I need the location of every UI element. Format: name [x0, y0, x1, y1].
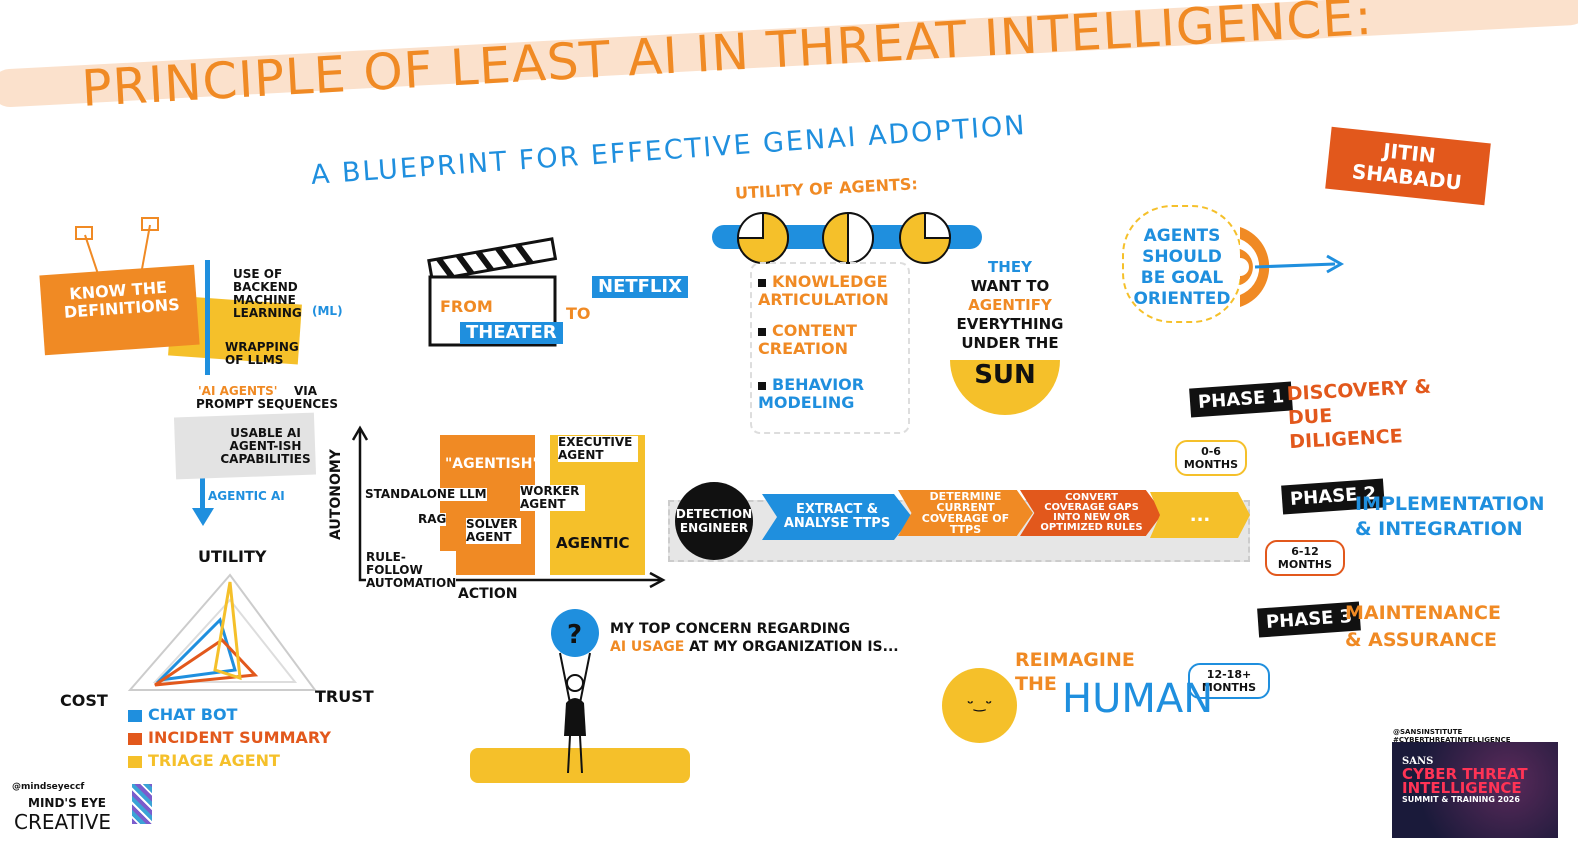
flow-step-convert: Convert coverage gaps into new or optimi…	[1020, 490, 1163, 536]
flow-step-determine: Determine current coverage of TTPs	[898, 490, 1033, 536]
smiley-face-icon: ᵕ‿ᵕ	[942, 668, 1017, 743]
pie-quarter	[736, 211, 789, 264]
clapper-netflix: Netflix	[592, 276, 688, 298]
person-question-icon: ?	[551, 609, 599, 774]
point-solver-agent: Solver Agent	[466, 518, 521, 544]
pie-icons	[736, 211, 952, 265]
mindseye-logo-icon	[132, 784, 152, 824]
sans-event-logo: SANS Cyber Threat Intelligence Summit & …	[1392, 742, 1558, 838]
point-executive-agent: Executive Agent	[558, 436, 638, 462]
target-arrow-icon	[1240, 227, 1345, 307]
legend-chatbot: Chat Bot	[148, 705, 238, 724]
axis-label-autonomy: Autonomy	[328, 449, 344, 540]
utility-item-content: Content Creation	[758, 321, 857, 358]
flow-detection-engineer: Detection Engineer	[675, 482, 753, 560]
clapper-to: To	[566, 304, 591, 323]
pie-three-quarter	[924, 211, 952, 239]
utility-item-knowledge: Knowledge Articulation	[758, 272, 889, 309]
radar-chatbot	[155, 617, 237, 683]
def-agentic-ai: Agentic AI	[208, 489, 285, 503]
page-title: Principle of Least AI in Threat Intellig…	[80, 0, 1375, 118]
legend-triage-agent: Triage Agent	[148, 751, 280, 770]
artist-logo-line1: Mind's Eye	[28, 796, 106, 810]
clapper-from: From	[440, 297, 493, 316]
point-worker-agent: Worker Agent	[520, 485, 585, 511]
def-ml: (ML)	[312, 304, 343, 318]
sans-hashtags: @SANSInstitute #CyberThreatIntelligence	[1393, 728, 1511, 744]
phase-1-label: Phase 1	[1189, 381, 1294, 418]
goal-text: Agentsshouldbe goaloriented	[1133, 226, 1231, 309]
legend-swatch	[128, 709, 142, 722]
reimagine-human: Human	[1062, 676, 1214, 722]
phase-1-duration: 0-6 months	[1175, 440, 1247, 476]
utility-item-behavior: Behavior Modeling	[758, 375, 865, 412]
phase-3-duration: 12-18+ months	[1188, 663, 1270, 699]
utility-list-box	[750, 262, 910, 434]
point-rule-follow-automation: Rule-follow Automation	[366, 550, 457, 590]
legend-swatch	[128, 732, 142, 745]
radar-legend: Chat Bot Incident Summary Triage Agent	[128, 703, 331, 772]
axis-label-action: Action	[458, 586, 518, 602]
artist-handle: @mindseyeccf	[12, 782, 85, 792]
page-subtitle: A Blueprint for Effective GenAI Adoption	[310, 109, 1028, 191]
event-name-line2: Intelligence	[1402, 779, 1522, 797]
speaker-tag: Jitin Shabadu	[1325, 126, 1491, 206]
sans-wordmark: SANS	[1402, 756, 1434, 767]
flow-step-extract: Extract & Analyse TTPs	[762, 494, 912, 540]
know-definitions-banner: Know the Definitions	[39, 264, 200, 356]
radar-triage-agent	[213, 581, 242, 681]
radar-chart	[127, 573, 317, 691]
point-rag: RAG	[418, 512, 447, 526]
def-ai-agents: 'AI Agents'	[198, 384, 278, 398]
def-backend-ml: Use of backend machine learning	[233, 267, 302, 320]
reimagine-text: Reimaginethe	[1015, 649, 1135, 695]
sun-word: Sun	[974, 360, 1036, 390]
radar-label-cost: Cost	[60, 691, 108, 710]
def-wrapping-llms: Wrapping of LLMs	[225, 340, 299, 367]
region-agentish: "Agentish"	[445, 456, 540, 472]
event-name-line3: Summit & Training 2026	[1402, 795, 1520, 804]
agentify-text: Theywant toagentifyeverythingunder the	[956, 258, 1064, 352]
concern-text: My top concern regarding AI usage at my …	[610, 621, 899, 655]
artist-logo-line2: Creative	[14, 810, 112, 834]
utility-title: Utility of Agents:	[734, 174, 919, 203]
radar-label-trust: Trust	[315, 687, 374, 706]
point-standalone-llm: Standalone LLM	[365, 487, 487, 501]
region-agentic: Agentic	[556, 534, 630, 552]
legend-swatch	[128, 755, 142, 768]
pie-half	[847, 211, 874, 265]
phase-2-duration: 6-12 months	[1265, 540, 1345, 576]
clapper-theater: Theater	[460, 322, 563, 344]
def-agentish: Usable AI agent-ish capabilities	[220, 426, 311, 466]
radar-label-utility: Utility	[198, 547, 267, 566]
def-prompt-sequences: via prompt sequences	[196, 384, 339, 411]
sun-icon: Sun	[950, 360, 1060, 415]
phase-1-title: Discovery & Due Diligence	[1286, 375, 1432, 454]
phase-2-title: Implementation & Integration	[1355, 493, 1545, 540]
svg-text:?: ?	[567, 620, 582, 650]
phase-3-title: Maintenance & Assurance	[1345, 602, 1501, 651]
flow-step-more: ...	[1150, 492, 1250, 538]
legend-incident-summary: Incident Summary	[148, 728, 331, 747]
definitions-arrow-line	[205, 260, 210, 375]
event-name-line1: Cyber Threat	[1402, 765, 1528, 783]
arrow-head-icon	[192, 508, 214, 526]
